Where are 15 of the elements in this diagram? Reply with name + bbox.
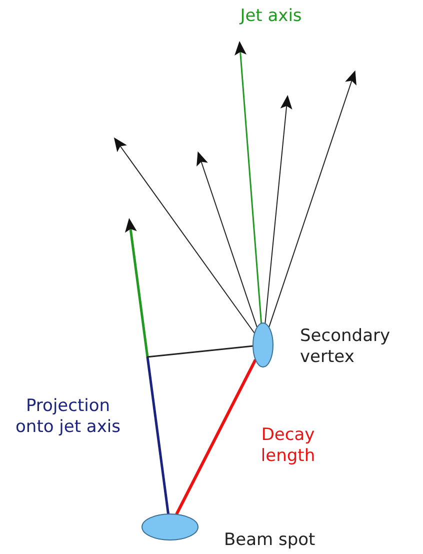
edge-label: Jet axis <box>238 6 303 27</box>
arrow <box>196 151 258 328</box>
arrow <box>234 41 262 324</box>
line <box>146 345 254 358</box>
line <box>175 358 257 516</box>
edge-label: Decay length <box>260 425 316 467</box>
ellipse-marker <box>142 514 198 540</box>
arrow <box>124 218 170 514</box>
arrow <box>268 70 356 328</box>
node-caption: Beam spot <box>224 530 316 551</box>
arrow <box>114 137 256 334</box>
node-caption: Secondary vertex <box>300 326 392 368</box>
arrow <box>264 95 292 324</box>
edge-label: Projection onto jet axis <box>14 396 122 438</box>
ellipse-marker <box>252 322 274 368</box>
